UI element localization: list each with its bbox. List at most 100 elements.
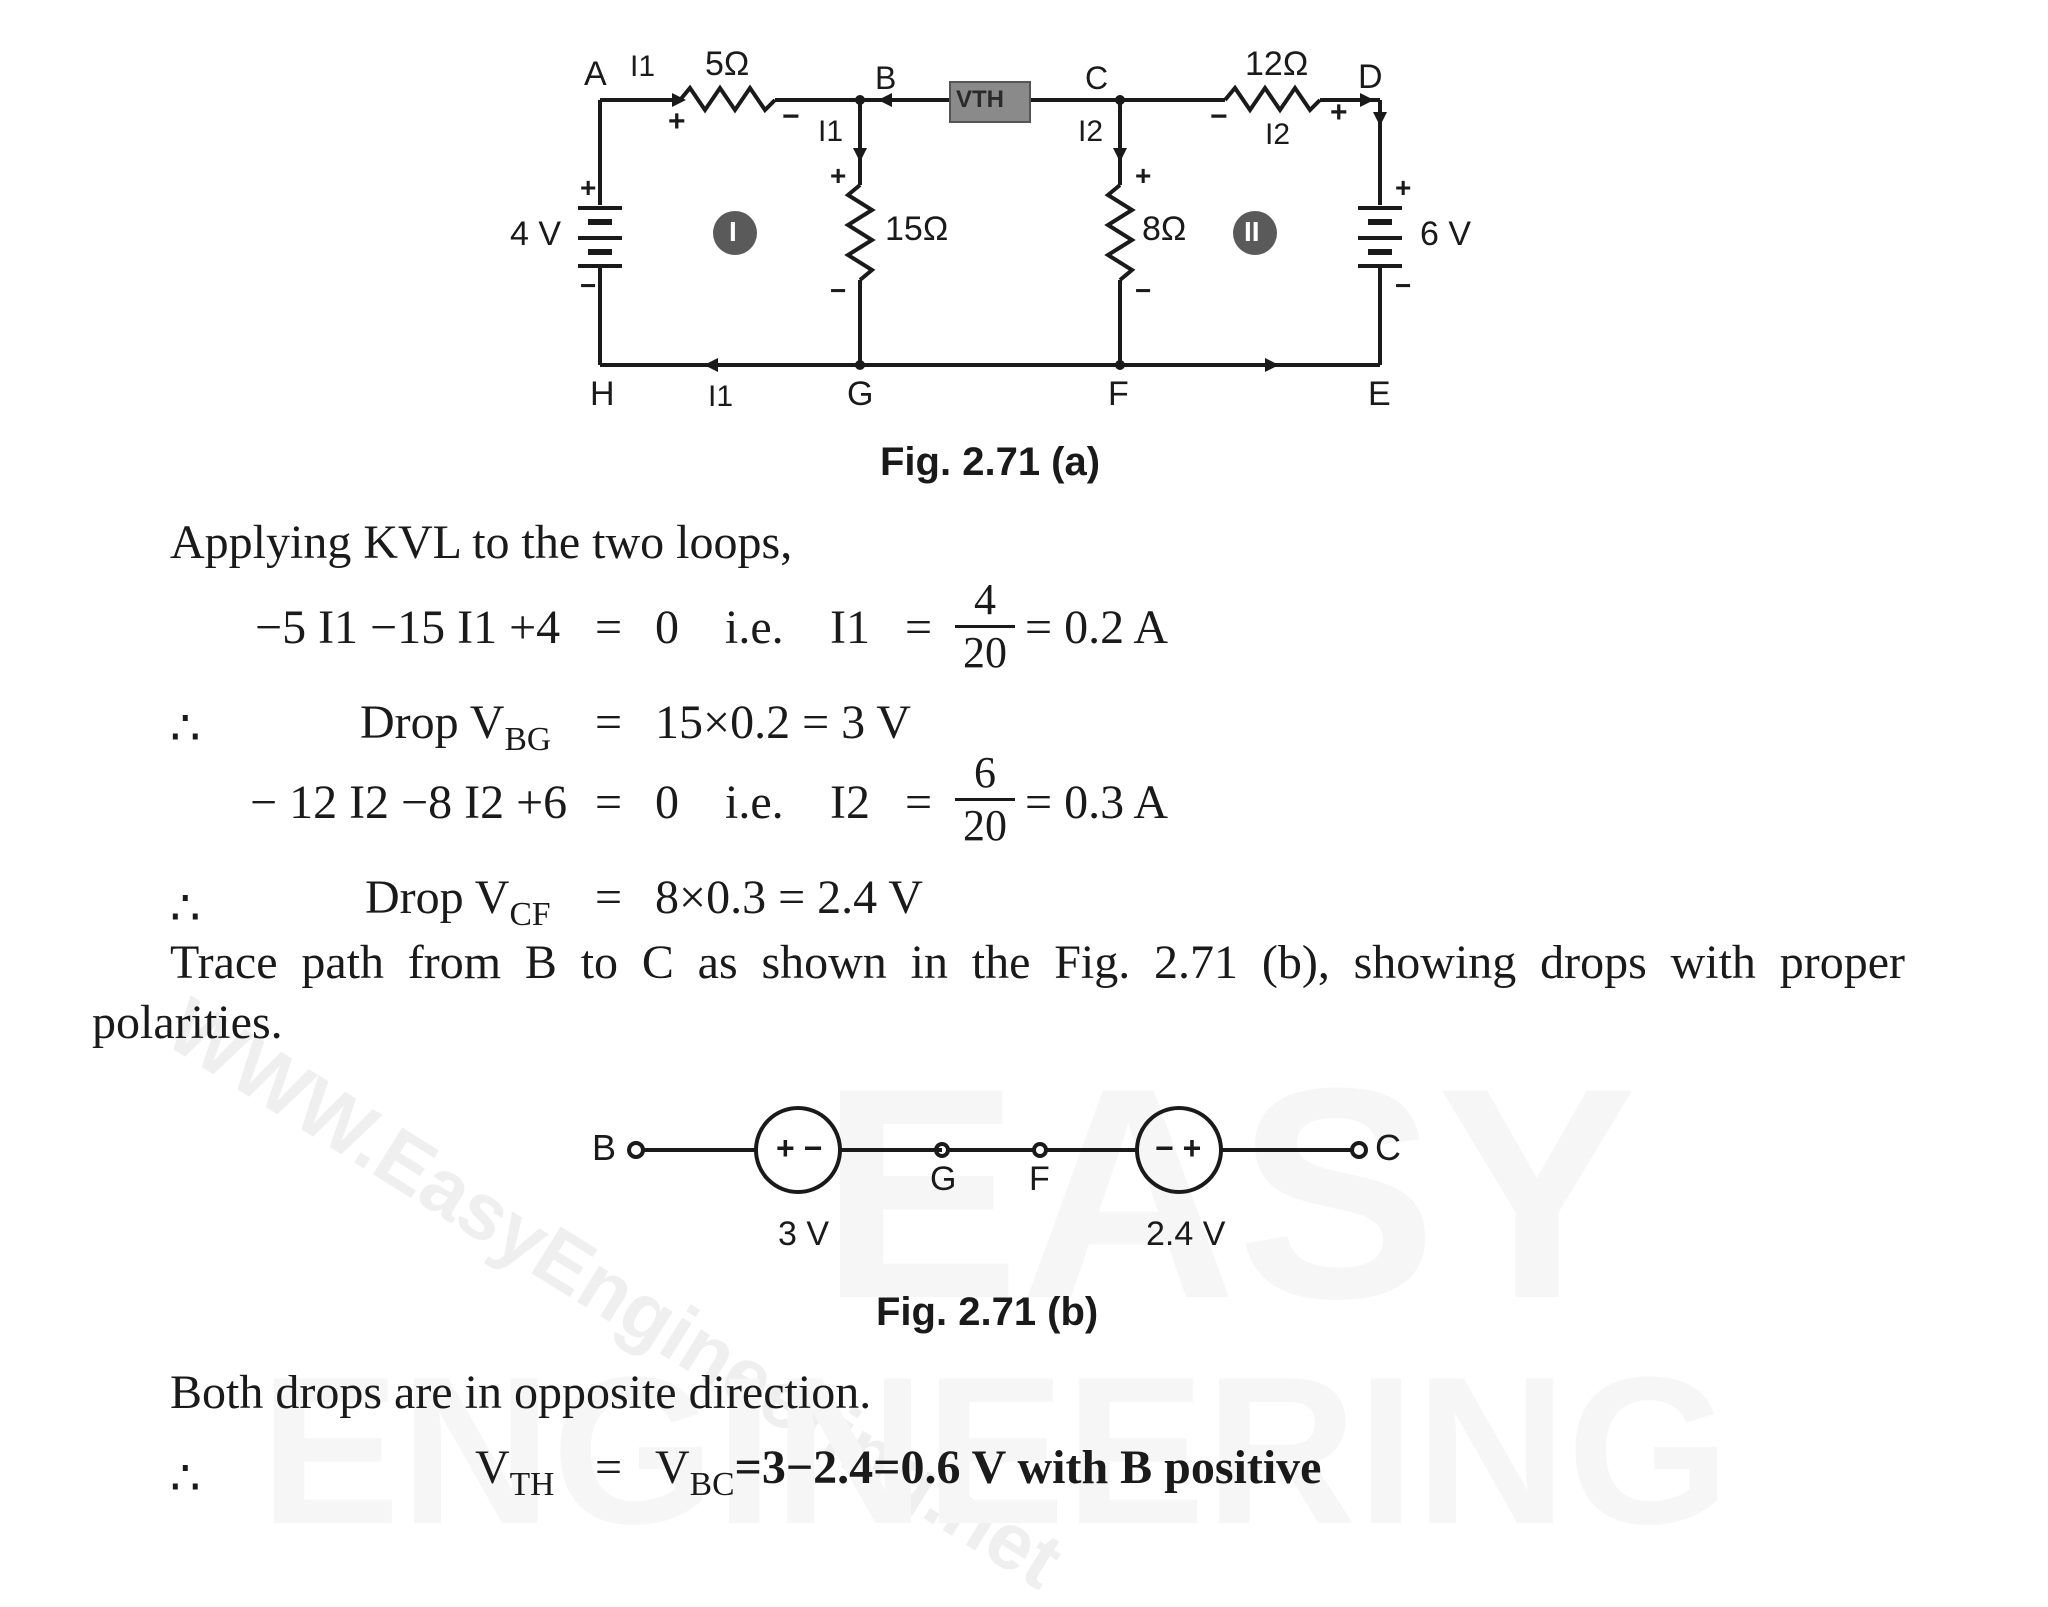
terminal-c <box>1350 1141 1368 1159</box>
battery-6v <box>1358 206 1402 268</box>
resistor-label-8ohm: 8Ω <box>1142 210 1187 248</box>
plus-sign-15ohm: + <box>830 160 847 191</box>
arrow-b-left <box>878 93 892 107</box>
fig-b-label-f: F <box>1029 1160 1050 1198</box>
arrow-i1-bottom <box>704 358 718 372</box>
kvl-eq1-equals: = <box>595 601 623 654</box>
watermark: WWW.EasyEngineering.net EASY ENGINEERING <box>152 980 1078 1606</box>
resistor-label-15ohm: 15Ω <box>885 210 949 248</box>
watermark-bottom: ENGINEERING <box>260 1333 1731 1568</box>
resistor-label-12ohm: 12Ω <box>1245 45 1309 83</box>
kvl-eq1-result: = 0.2 A <box>1025 601 1169 654</box>
document-page: WWW.EasyEngineering.net EASY ENGINEERING <box>92 45 1905 1606</box>
kvl-eq1-zero: 0 <box>655 601 679 654</box>
fraction-numerator: 4 <box>955 575 1015 628</box>
kvl-eq1-lhs: −5 I1 −15 I1 +4 <box>255 601 561 654</box>
drop-vcf-label: Drop VCF <box>365 870 551 934</box>
node-label-e: E <box>1368 375 1391 413</box>
kvl-eq2-var: I2 <box>830 776 870 829</box>
node-dots <box>855 95 1125 370</box>
drop-vbg-text: Drop V <box>360 696 505 749</box>
resistor-8ohm <box>1104 183 1136 282</box>
figure-caption-b: Fig. 2.71 (b) <box>876 1290 1099 1334</box>
loop-label-2: II <box>1244 216 1260 247</box>
plus-sign-12ohm: + <box>1330 96 1348 129</box>
arrow-i2-branch <box>1113 148 1127 162</box>
current-label-i1-branch: I1 <box>818 115 844 148</box>
resistor-label-5ohm: 5Ω <box>705 45 750 83</box>
plus-sign-5ohm: + <box>668 105 686 138</box>
vth-result-value: =3−2.4=0.6 V with B positive <box>734 1441 1322 1494</box>
battery-label-4v: 4 V <box>510 215 562 253</box>
arrow-i2-bottom <box>1265 358 1279 372</box>
drop-vbg-equals: = <box>595 696 623 749</box>
source-2-4v-value: 2.4 V <box>1146 1215 1226 1253</box>
vth-result-equals: = <box>595 1441 623 1494</box>
minus-sign-8ohm: − <box>1135 275 1152 306</box>
kvl-eq2-lhs: − 12 I2 −8 I2 +6 <box>250 776 568 829</box>
minus-sign-12ohm: − <box>1210 100 1228 133</box>
node-label-a: A <box>584 55 607 93</box>
figure-caption-a: Fig. 2.71 (a) <box>880 440 1101 484</box>
therefore-symbol-2: ∴ <box>170 882 201 935</box>
node-label-b: B <box>875 60 897 96</box>
drop-vcf-value: 8×0.3 = 2.4 V <box>655 871 923 924</box>
fraction-numerator: 6 <box>955 748 1015 801</box>
node-label-c: C <box>1085 60 1109 96</box>
vth-result-rhs: VBC=3−2.4=0.6 V with B positive <box>655 1440 1321 1504</box>
current-label-i2-branch: I2 <box>1078 115 1104 148</box>
vbc-v: V <box>655 1441 690 1494</box>
node-label-g: G <box>847 375 874 413</box>
kvl-eq1-equals2: = <box>905 601 933 654</box>
resistor-12ohm <box>1223 84 1322 114</box>
kvl-eq2-ie: i.e. <box>725 776 784 829</box>
drop-vbg-label: Drop VBG <box>360 695 551 759</box>
fig-b-label-g: G <box>930 1160 957 1198</box>
terminal-b <box>627 1141 645 1159</box>
loop-marker-2 <box>1233 211 1277 255</box>
node-label-d: D <box>1358 58 1383 96</box>
therefore-symbol-3: ∴ <box>170 1452 201 1505</box>
vth-result-label: VTH <box>475 1440 554 1504</box>
arrow-i1-top <box>672 93 686 107</box>
plus-sign-8ohm: + <box>1135 160 1152 191</box>
minus-sign-6v: − <box>1395 270 1412 301</box>
trace-paragraph-line2: polarities. <box>92 996 283 1049</box>
current-arrows <box>672 93 1387 372</box>
node-label-f: F <box>1108 375 1129 413</box>
minus-sign-15ohm: − <box>830 275 847 306</box>
both-drops-text: Both drops are in opposite direction. <box>170 1366 872 1419</box>
fig-b-label-b: B <box>592 1127 617 1168</box>
resistor-5ohm <box>678 84 777 114</box>
vth-label: VTH <box>956 86 1004 113</box>
vth-box <box>949 81 1031 123</box>
drop-vcf-sub: CF <box>509 895 551 933</box>
kvl-eq2-equals: = <box>595 776 623 829</box>
battery-label-6v: 6 V <box>1420 215 1472 253</box>
current-label-i1-top: I1 <box>630 50 656 83</box>
arrow-i2-top <box>1360 93 1374 107</box>
circuit-diagram-a <box>578 81 1402 372</box>
minus-sign-5ohm: − <box>782 100 800 133</box>
drop-vbg-value: 15×0.2 = 3 V <box>655 696 911 749</box>
loop-marker-1 <box>713 211 757 255</box>
node-f <box>1032 1142 1048 1158</box>
vbc-sub: BC <box>689 1465 735 1503</box>
drop-vcf-text: Drop V <box>365 871 510 924</box>
plus-sign-4v: + <box>580 172 597 203</box>
node-label-h: H <box>590 375 615 413</box>
kvl-eq2-zero: 0 <box>655 776 679 829</box>
kvl-eq1-ie: i.e. <box>725 601 784 654</box>
plus-sign-6v: + <box>1395 172 1412 203</box>
fraction-6-20: 6 20 <box>955 748 1015 851</box>
drop-vbg-sub: BG <box>504 720 552 758</box>
fraction-denominator: 20 <box>963 801 1007 850</box>
drop-vcf-equals: = <box>595 871 623 924</box>
minus-sign-4v: − <box>580 270 597 301</box>
fraction-4-20: 4 20 <box>955 575 1015 678</box>
arrow-d-down <box>1373 112 1387 126</box>
circuit-diagram-b <box>627 1106 1368 1194</box>
intro-text: Applying KVL to the two loops, <box>170 516 793 569</box>
kvl-eq2-result: = 0.3 A <box>1025 776 1169 829</box>
vth-result-sub: TH <box>509 1465 555 1503</box>
